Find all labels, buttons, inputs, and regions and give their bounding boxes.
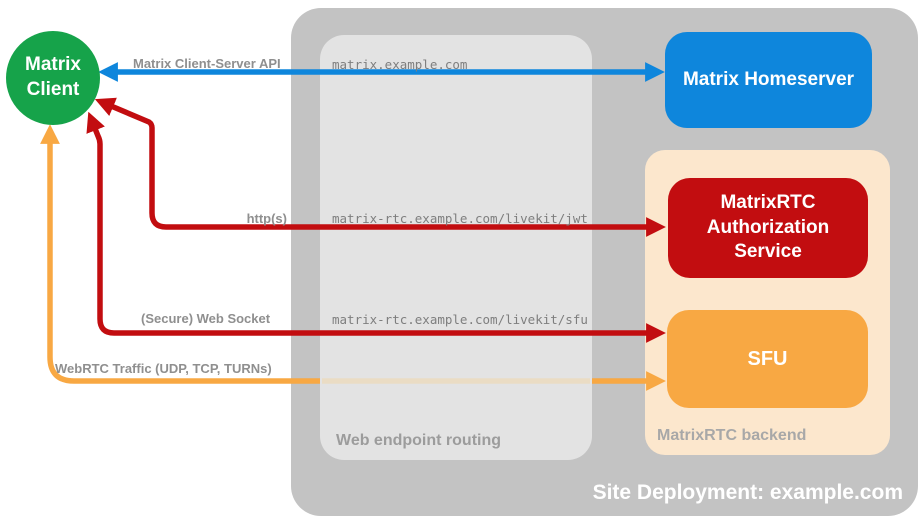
- node-matrix-client-label: Matrix Client: [25, 54, 81, 100]
- http-label: http(s): [246, 211, 287, 226]
- web-endpoint-routing-label: Web endpoint routing: [336, 432, 502, 449]
- endpoint-livekit-jwt: matrix-rtc.example.com/livekit/jwt: [332, 211, 588, 226]
- node-matrix-homeserver: Matrix Homeserver: [665, 32, 872, 128]
- node-matrixrtc-authorization-service: MatrixRTC Authorization Service: [668, 178, 868, 278]
- node-sfu: SFU: [667, 310, 868, 408]
- endpoint-livekit-sfu: matrix-rtc.example.com/livekit/sfu: [332, 312, 588, 327]
- matrix-client-server-api-label: Matrix Client-Server API: [133, 56, 281, 71]
- endpoint-matrix-example-com: matrix.example.com: [332, 57, 468, 72]
- node-matrix-homeserver-label: Matrix Homeserver: [682, 69, 855, 90]
- node-matrixrtc-authorization-service-label: MatrixRTC Authorization Service: [706, 191, 830, 263]
- secure-web-socket-label: (Secure) Web Socket: [141, 311, 271, 326]
- node-matrix-client: Matrix Client: [6, 31, 100, 125]
- site-deployment-label: Site Deployment: example.com: [592, 481, 903, 504]
- webrtc-traffic-label: WebRTC Traffic (UDP, TCP, TURNs): [55, 361, 272, 376]
- web-endpoint-routing-container: Web endpoint routing: [320, 35, 592, 460]
- matrixrtc-backend-label: MatrixRTC backend: [657, 427, 807, 444]
- node-sfu-label: SFU: [747, 347, 788, 370]
